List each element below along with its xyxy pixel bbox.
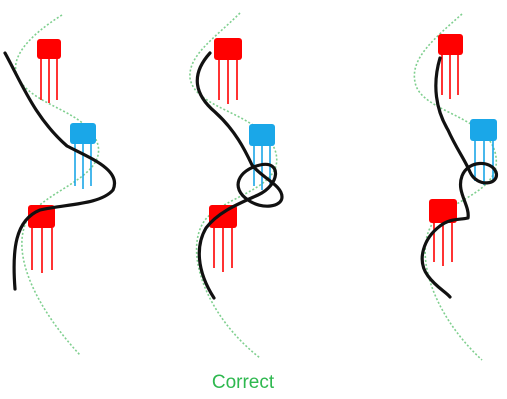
guide-line [189,12,278,359]
blue-pole-middle [470,119,497,185]
caption-correct: Correct [211,372,275,393]
panel-3 [413,13,498,361]
guide-line [413,13,498,361]
red-pole-top [214,38,242,104]
ski-track [420,56,498,299]
ski-track [3,51,117,291]
guide-line [14,14,100,356]
ski-track [195,51,284,300]
red-pole-bottom [209,205,237,272]
red-pole-top [438,34,463,99]
panel-2 [189,12,284,359]
panel-1 [3,14,117,356]
red-pole-top [37,39,61,103]
blue-pole-middle [70,123,96,189]
